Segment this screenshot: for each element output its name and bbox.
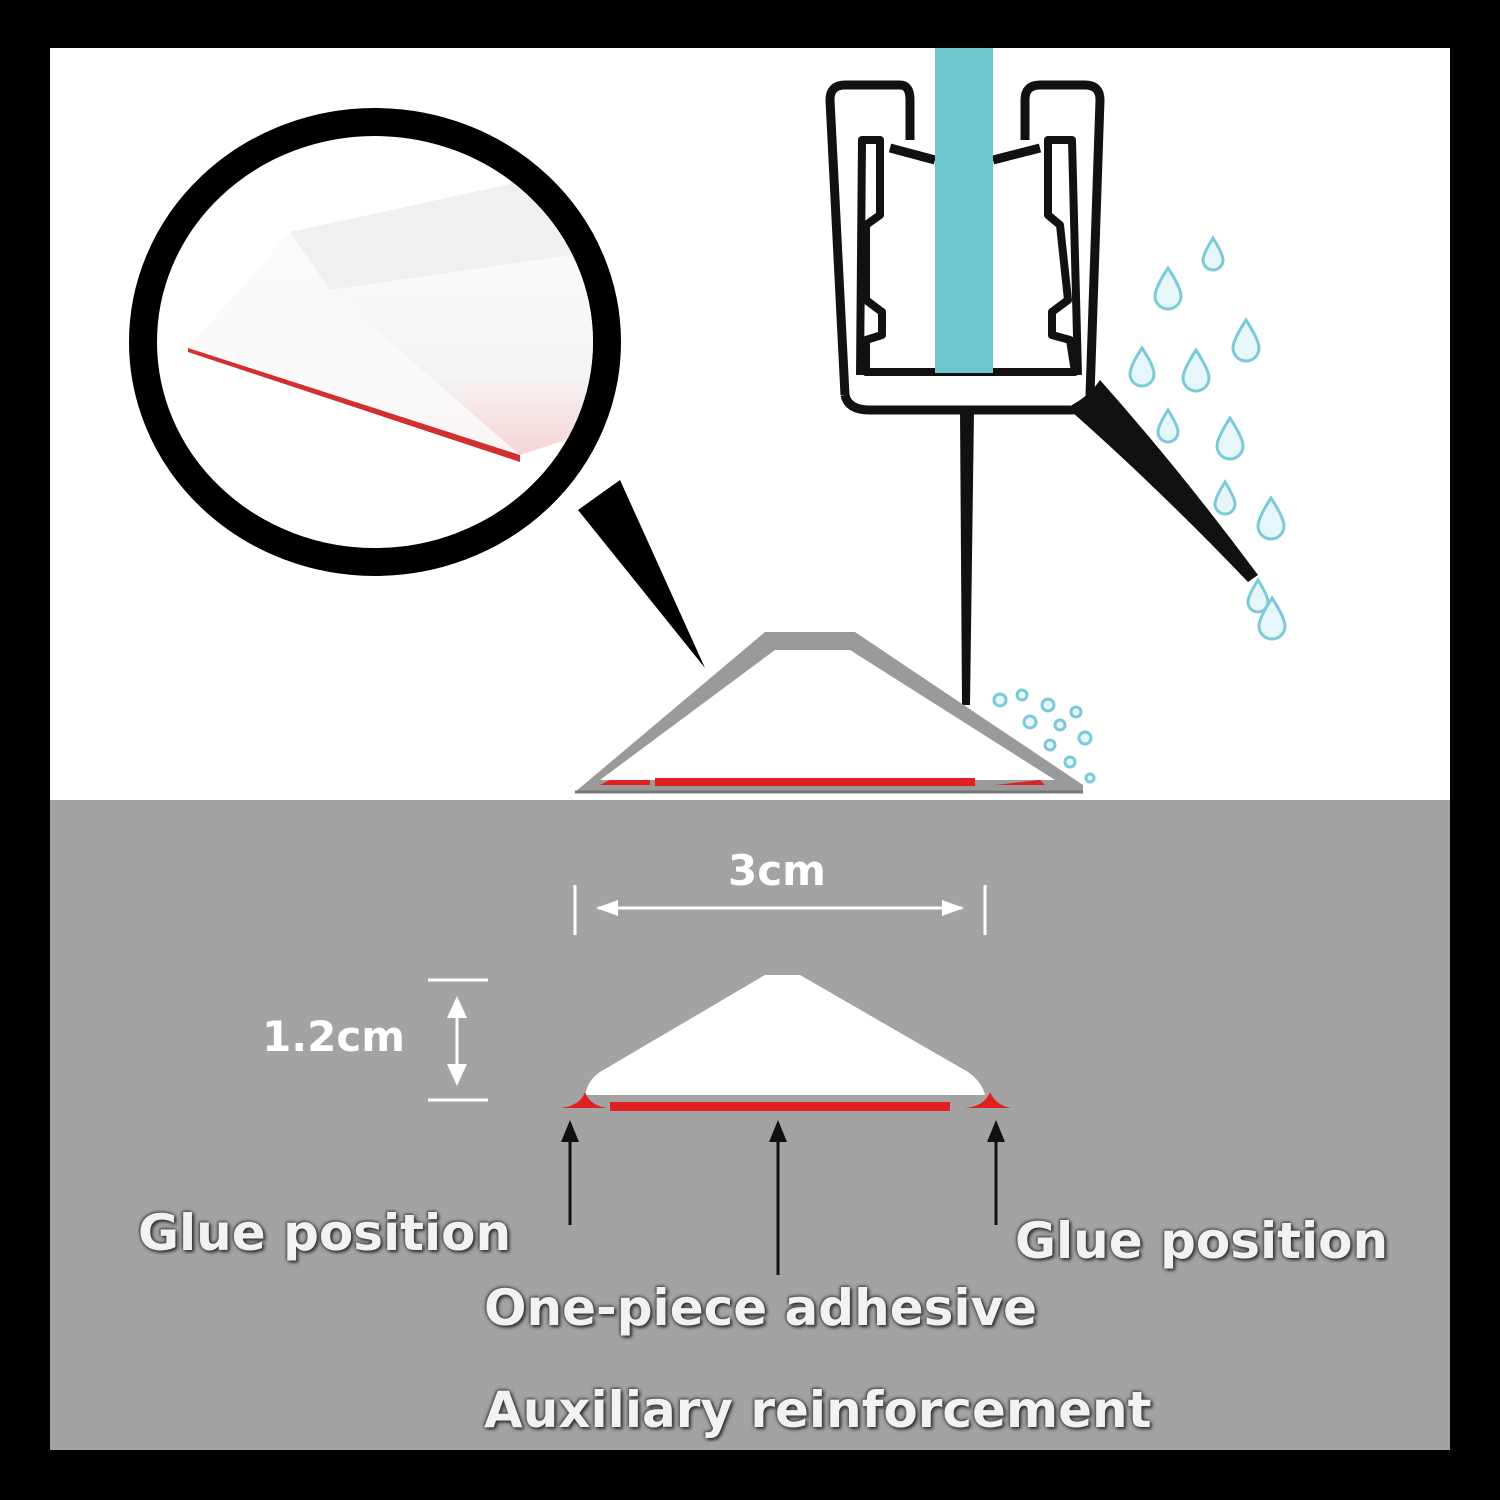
- magnifier-callout-icon: [129, 108, 705, 668]
- auxiliary-reinforcement-label: Auxiliary reinforcement: [484, 1381, 1152, 1439]
- width-dimension: [573, 885, 987, 935]
- seal-strip-closeup: [188, 182, 593, 462]
- width-label: 3cm: [728, 846, 826, 895]
- pointer-arrows: [561, 1120, 1005, 1275]
- glue-position-label-right: Glue position: [1015, 1212, 1389, 1270]
- glue-position-label-left: Glue position: [138, 1204, 512, 1262]
- height-label: 1.2cm: [262, 1012, 406, 1061]
- cross-section-profile: [560, 975, 1012, 1111]
- floor-seal-strip: [575, 632, 1083, 794]
- glass-panel-icon: [935, 48, 993, 373]
- height-dimension: [428, 978, 488, 1102]
- one-piece-adhesive-label: One-piece adhesive: [484, 1279, 1038, 1337]
- bottom-panel: [50, 800, 1450, 1450]
- door-seal-profile: [825, 48, 1258, 705]
- adhesive-strip: [610, 1102, 950, 1111]
- water-drop-icon: [992, 235, 1287, 784]
